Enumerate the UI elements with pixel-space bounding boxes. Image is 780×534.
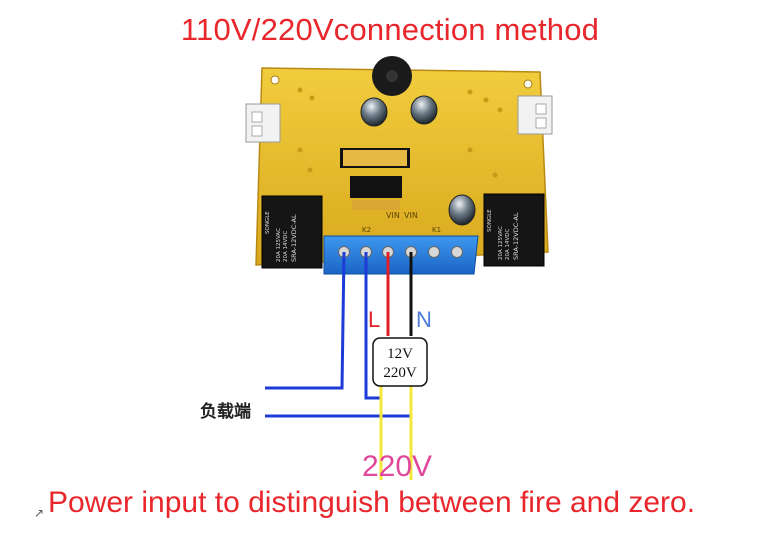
capacitors: [360, 95, 476, 226]
pcb-mark-k1: K1: [432, 226, 441, 234]
relay-left-model: SRA-12VDC-AL: [290, 214, 298, 262]
wire-load-blue-outer: [265, 251, 346, 390]
voltage-selector-box: 12V 220V: [372, 337, 428, 387]
transformer: [340, 148, 410, 210]
relay-right-model: SRA-12VDC-AL: [512, 212, 520, 260]
pcb-mark-k2: K2: [362, 226, 371, 234]
neutral-label: N: [416, 307, 432, 332]
relay-left-rating-dc: 20A 14VDC: [283, 230, 289, 262]
load-terminal-label: 负载端: [200, 402, 251, 422]
selector-12v: 12V: [387, 346, 413, 362]
relay-right-rating-ac: 20A 125VAC: [498, 226, 504, 260]
right-connector: [517, 95, 553, 135]
relay-right-rating-dc: 20A 14VDC: [505, 228, 511, 260]
corner-arrow-icon: ↗: [34, 506, 45, 520]
line-label: L: [368, 307, 380, 332]
relay-right: SRA-12VDC-AL 20A 14VDC 20A 125VAC SONGLE: [483, 193, 545, 267]
relay-left-brand: SONGLE: [265, 211, 271, 234]
power-input-note: Power input to distinguish between fire …: [48, 486, 696, 519]
wire-power-yellow: [379, 384, 413, 480]
relay-right-brand: SONGLE: [487, 209, 493, 232]
left-connector: [245, 103, 281, 143]
pcb-mark-vin-2: VIN: [404, 211, 418, 220]
power-voltage-label: 220V: [362, 450, 433, 483]
relay-left-rating-ac: 20A 125VAC: [276, 228, 282, 262]
relay-left: SRA-12VDC-AL 20A 14VDC 20A 125VAC SONGLE: [261, 195, 323, 269]
pcb-mark-vin-1: VIN: [386, 211, 400, 220]
buzzer: [372, 56, 412, 96]
terminal-block: [323, 235, 479, 275]
diagram-title: 110V/220Vconnection method: [180, 12, 600, 47]
selector-220v: 220V: [383, 365, 417, 381]
